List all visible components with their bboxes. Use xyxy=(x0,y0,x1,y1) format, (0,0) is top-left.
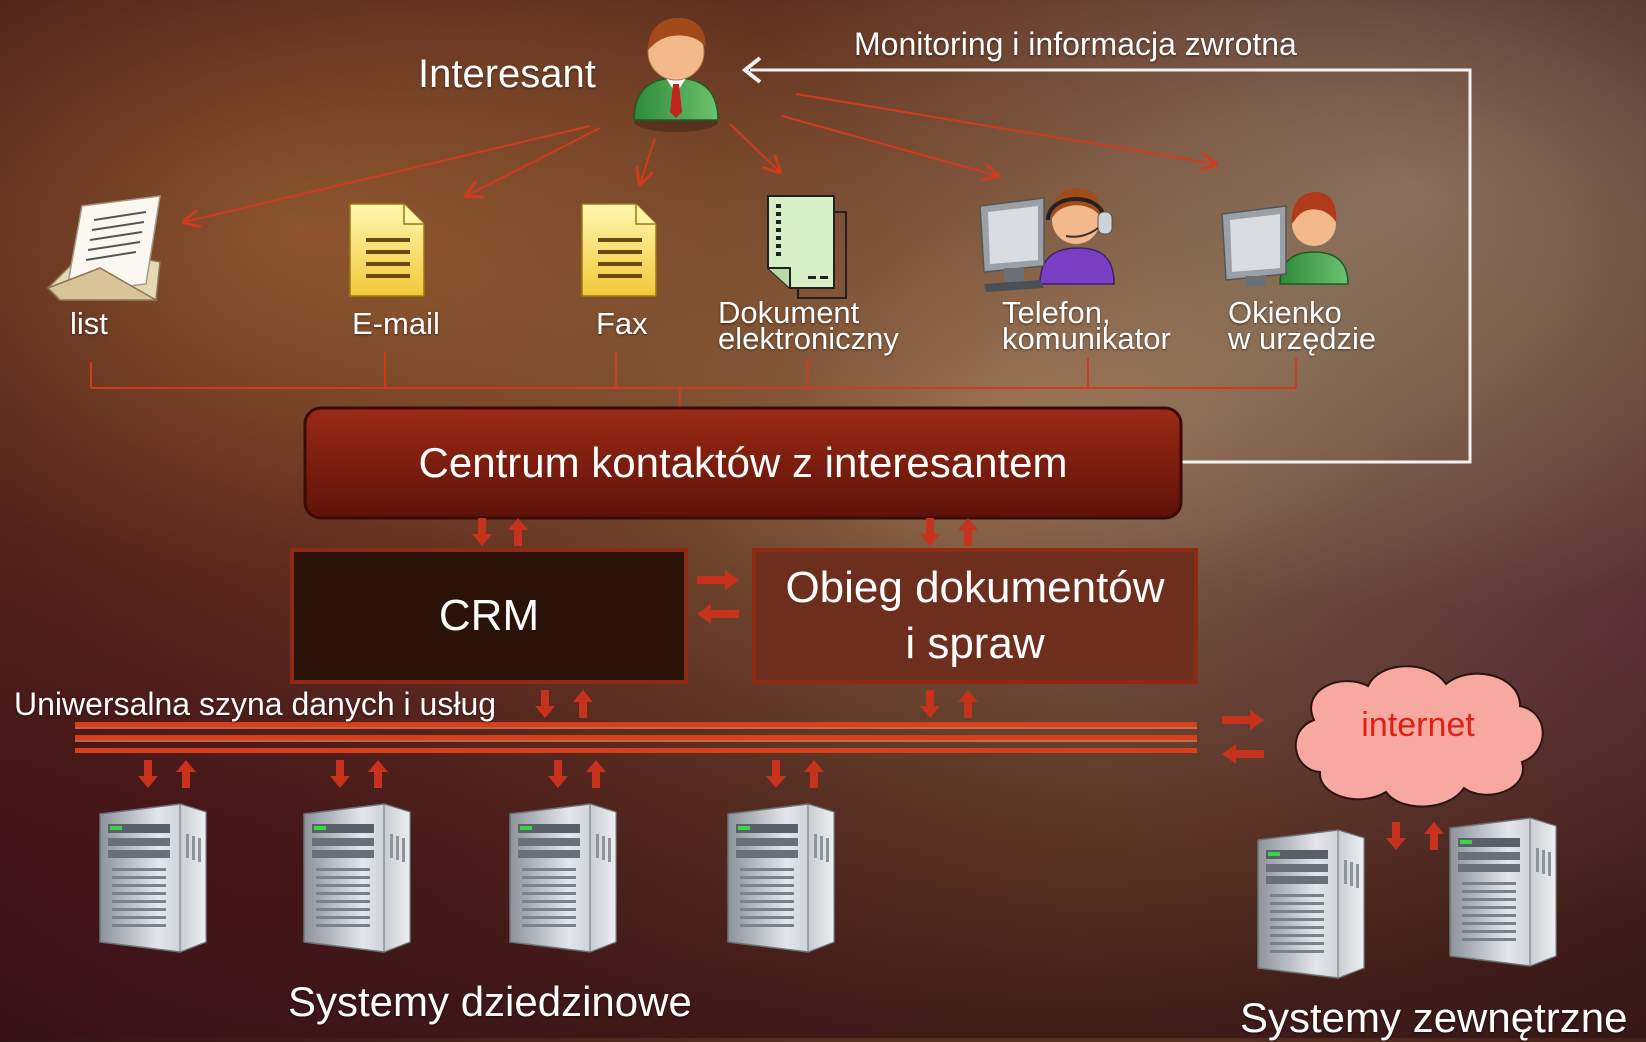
server-icon xyxy=(727,803,835,953)
interesant-person-icon xyxy=(633,18,719,132)
centrum-kontaktow-box: Centrum kontaktów z interesantem xyxy=(305,408,1181,518)
obieg-label: Obieg dokumentów i spraw xyxy=(785,563,1165,668)
channel-arrows xyxy=(184,93,1216,222)
data-bus-lines xyxy=(75,722,1197,753)
envelope-letter-icon xyxy=(46,195,161,301)
obieg-dokumentow-box: Obieg dokumentów i spraw xyxy=(754,550,1196,682)
internet-cloud-shape xyxy=(1294,665,1544,808)
internet-cloud: internet xyxy=(1300,690,1536,760)
domain-systems-label: Systemy dziedzinowe xyxy=(288,978,692,1025)
data-bus-label: Uniwersalna szyna danych i usług xyxy=(14,686,497,722)
server-icon xyxy=(303,803,411,953)
electronic-document-icon xyxy=(767,195,847,299)
crm-box: CRM xyxy=(292,550,686,682)
feedback-loop-connector xyxy=(741,56,1472,464)
centrum-box-shape xyxy=(303,406,1183,520)
channel-telefon-label: Telefon, komunikator xyxy=(1002,295,1171,356)
crm-box-shape xyxy=(290,548,688,684)
feedback-label: Monitoring i informacja zwrotna xyxy=(854,26,1297,62)
channel-fax-label: Fax xyxy=(596,306,648,341)
internet-label: internet xyxy=(1361,705,1475,744)
office-clerk-icon xyxy=(1221,192,1349,286)
email-document-icon xyxy=(349,203,425,297)
channel-okienko-label: Okienko w urzędzie xyxy=(1228,295,1377,356)
channel-collector-lines xyxy=(90,352,1297,410)
crm-label: CRM xyxy=(438,591,540,640)
centrum-label: Centrum kontaktów z interesantem xyxy=(418,439,1068,486)
interesant-label: Interesant xyxy=(418,52,596,96)
channel-email-label: E-mail xyxy=(352,306,440,341)
channel-dokument-label: Dokument elektroniczny xyxy=(718,295,899,356)
server-icon xyxy=(1257,829,1365,979)
domain-servers xyxy=(99,803,835,953)
telephone-operator-icon xyxy=(979,188,1115,292)
server-icon xyxy=(509,803,617,953)
external-servers xyxy=(1257,817,1557,979)
server-icon xyxy=(99,803,207,953)
server-icon xyxy=(1449,817,1557,967)
external-systems-label: Systemy zewnętrzne xyxy=(1240,994,1628,1041)
channel-list-label: list xyxy=(70,306,108,341)
fax-document-icon xyxy=(581,203,657,297)
obieg-box-shape xyxy=(752,548,1198,684)
